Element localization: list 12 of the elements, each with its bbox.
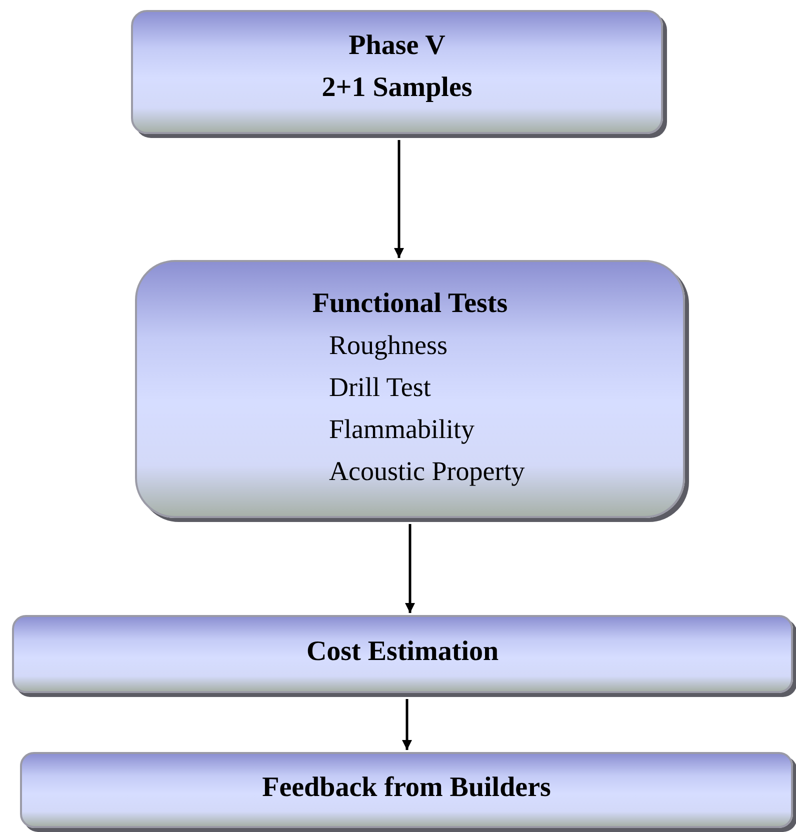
arrow	[402, 699, 412, 750]
box-text: Roughness	[329, 330, 448, 362]
box-text: Drill Test	[329, 372, 431, 404]
box-heading: Feedback from Builders	[261, 772, 552, 804]
arrow	[394, 140, 404, 258]
box-heading: Phase V	[348, 30, 446, 62]
box-heading: Functional Tests	[311, 288, 509, 320]
box-text: Acoustic Property	[329, 456, 525, 488]
box-text: 2+1 Samples	[320, 72, 474, 104]
arrow	[405, 524, 415, 613]
box-text: Flammability	[329, 414, 474, 446]
box-heading: Cost Estimation	[305, 636, 500, 668]
